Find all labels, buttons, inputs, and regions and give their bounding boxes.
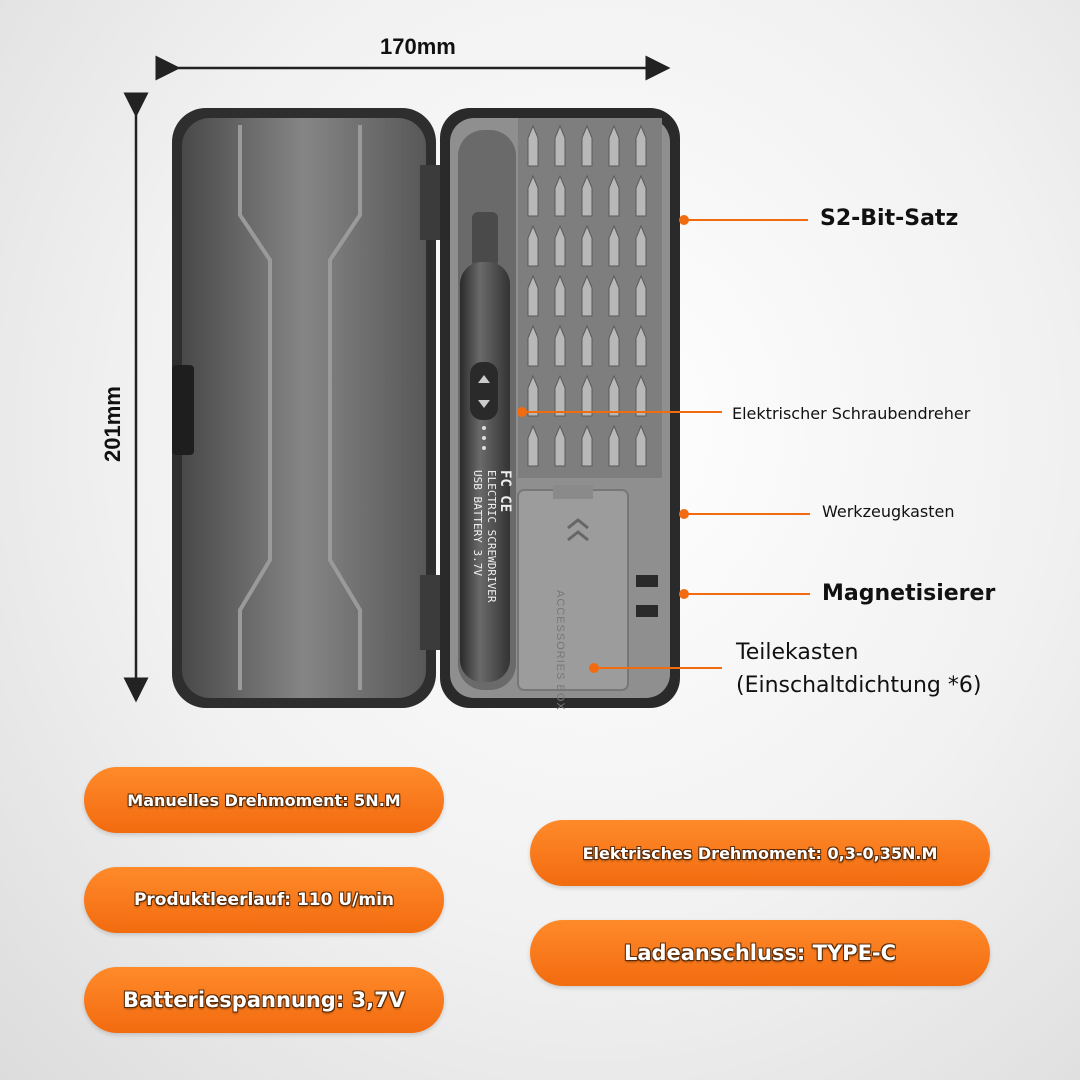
callout-parts-line2: (Einschaltdichtung *6) [736, 673, 982, 698]
device-label-line1: ELECTRIC SCREWDRIVER [485, 470, 498, 603]
callout-bits: S2-Bit-Satz [820, 206, 959, 231]
width-dimension-label: 170mm [380, 34, 456, 59]
device-label-line2: USB BATTERY 3.7V [471, 470, 484, 576]
spec-idle-speed: Produktleerlauf: 110 U/min [84, 867, 444, 933]
spec-charging-port: Ladeanschluss: TYPE-C [530, 920, 990, 986]
device-label: FC CE ELECTRIC SCREWDRIVER USB BATTERY 3… [470, 470, 513, 620]
spec-manual-torque: Manuelles Drehmoment: 5N.M [84, 767, 444, 833]
callout-parts-line1: Teilekasten [736, 640, 859, 665]
device-label-fc: FC CE [497, 470, 513, 513]
spec-battery-voltage: Batteriespannung: 3,7V [84, 967, 444, 1033]
callout-magnetizer: Magnetisierer [822, 581, 996, 606]
callout-screwdriver: Elektrischer Schraubendreher [732, 404, 971, 423]
accessories-box-label: ACCESSORIES BOX [554, 590, 566, 711]
callout-toolbox: Werkzeugkasten [822, 502, 955, 521]
spec-electric-torque: Elektrisches Drehmoment: 0,3-0,35N.M [530, 820, 990, 886]
